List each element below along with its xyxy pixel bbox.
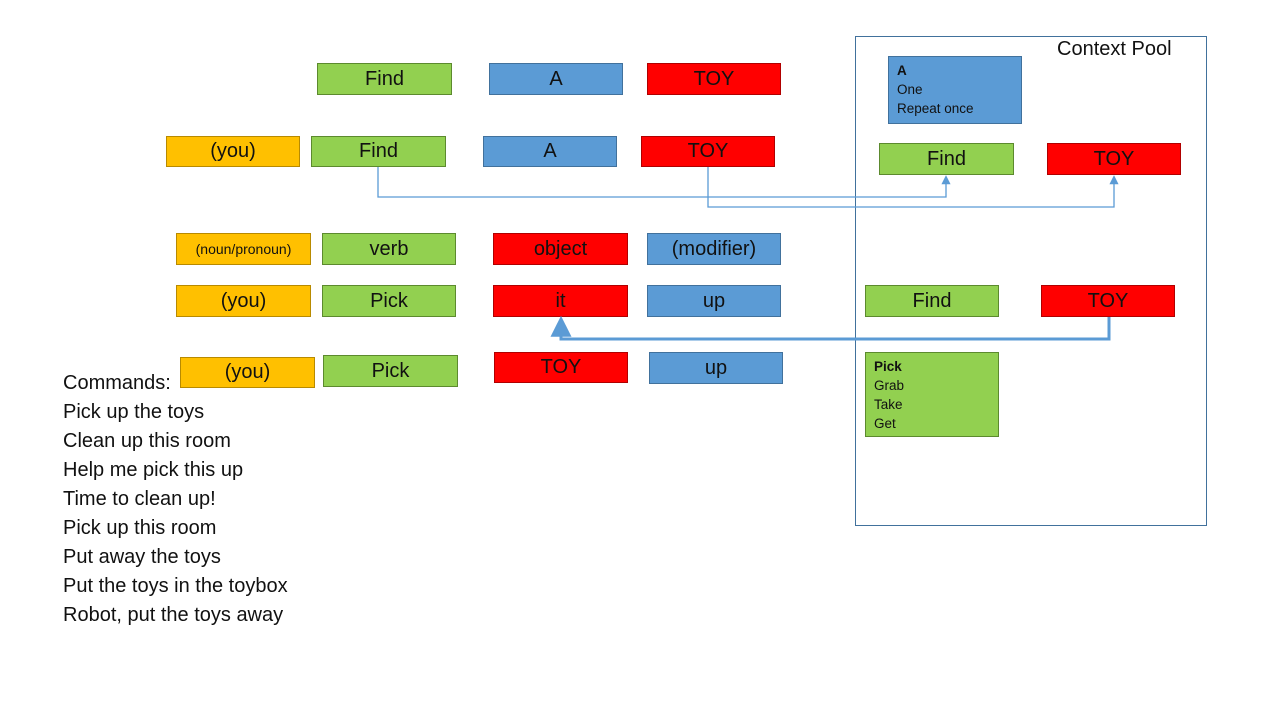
toy-to-it-connector	[550, 315, 1111, 341]
row1-modifier-box: A	[489, 63, 623, 95]
row5-verb-box: Pick	[323, 355, 458, 387]
row2-subject-box: (you)	[166, 136, 300, 167]
row2-object-box: TOY	[641, 136, 775, 167]
row5-modifier-box: up	[649, 352, 783, 384]
context-modifier-item: Repeat once	[897, 101, 974, 116]
command-item: Put the toys in the toybox	[63, 575, 288, 597]
row1-verb-box: Find	[317, 63, 452, 95]
command-item: Clean up this room	[63, 430, 231, 452]
context-verb-item: Grab	[874, 378, 905, 393]
context-modifier-item: A	[897, 63, 907, 78]
command-item: Robot, put the toys away	[63, 604, 284, 626]
context-verb-item: Pick	[874, 359, 902, 374]
row5-object-box: TOY	[494, 352, 628, 383]
context-toy-box-2: TOY	[1041, 285, 1175, 317]
row2-modifier-box: A	[483, 136, 617, 167]
legend-subject-box: (noun/pronoun)	[176, 233, 311, 265]
command-item: Help me pick this up	[63, 459, 244, 481]
commands-heading: Commands:	[63, 372, 171, 394]
row5-subject-box: (you)	[180, 357, 315, 388]
legend-object-box: object	[493, 233, 628, 265]
command-item: Pick up this room	[63, 517, 217, 539]
context-pool-title: Context Pool	[1057, 38, 1172, 60]
row1-object-box: TOY	[647, 63, 781, 95]
toy-connector	[707, 167, 1119, 208]
context-verb-list: Pick Grab Take Get	[865, 352, 999, 437]
find-connector	[377, 167, 951, 198]
context-toy-box: TOY	[1047, 143, 1181, 175]
context-pool-frame	[855, 36, 1207, 526]
context-verb-item: Get	[874, 416, 896, 431]
command-item: Put away the toys	[63, 546, 221, 568]
context-find-box: Find	[879, 143, 1014, 175]
legend-modifier-box: (modifier)	[647, 233, 781, 265]
context-find-box-2: Find	[865, 285, 999, 317]
row4-verb-box: Pick	[322, 285, 456, 317]
row4-object-box: it	[493, 285, 628, 317]
context-verb-item: Take	[874, 397, 903, 412]
command-item: Pick up the toys	[63, 401, 205, 423]
row2-verb-box: Find	[311, 136, 446, 167]
command-item: Time to clean up!	[63, 488, 216, 510]
legend-verb-box: verb	[322, 233, 456, 265]
row4-subject-box: (you)	[176, 285, 311, 317]
context-modifier-item: One	[897, 82, 923, 97]
commands-list: Commands: Pick up the toys Clean up this…	[63, 369, 288, 630]
context-modifier-list: A One Repeat once	[888, 56, 1022, 124]
row4-modifier-box: up	[647, 285, 781, 317]
